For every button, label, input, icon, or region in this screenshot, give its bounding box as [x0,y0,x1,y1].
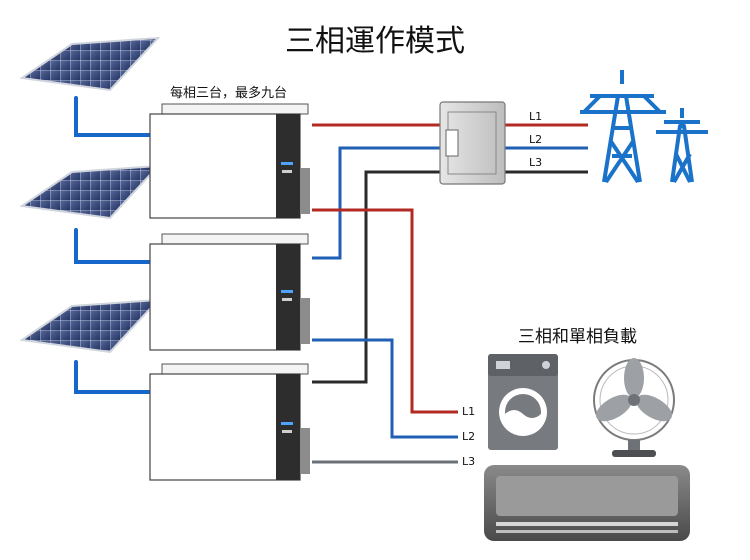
power-tower-icon [580,70,708,184]
grid-label-l2: L2 [529,133,543,146]
breaker-box-icon [439,101,506,185]
fan-icon [593,358,675,457]
load-label-l2: L2 [462,430,476,443]
load-title: 三相和單相負載 [518,327,637,347]
air-conditioner-icon [484,465,690,541]
diagram-title: 三相運作模式 [285,24,465,59]
wire-l2-grid [312,146,588,260]
pv-wires [74,96,152,394]
wire-l1-load [312,208,458,414]
ac-wires [312,123,588,464]
inverter-icon [149,103,310,481]
grid-label-l3: L3 [529,156,543,169]
load-label-l3: L3 [462,455,476,468]
load-label-l1: L1 [462,405,476,418]
wire-l3-grid [312,170,588,384]
wire-l2-load [312,338,458,439]
inverter-count-note: 每相三台，最多九台 [170,86,288,101]
pv-wire-3 [74,360,152,394]
pv-wire-2 [74,228,152,264]
grid-label-l1: L1 [529,110,543,123]
pv-wire-1 [74,96,152,137]
solar-panel-icon [19,36,161,354]
washing-machine-icon [488,354,558,450]
